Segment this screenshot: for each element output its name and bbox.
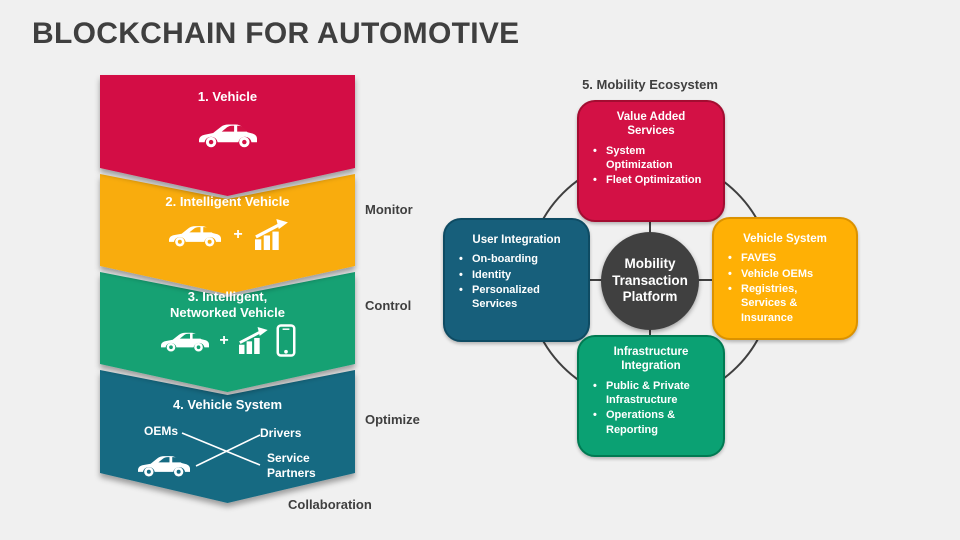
growth-chart-icon [253,219,288,250]
vehicle-maturity-stack: 1. Vehicle 2. Intelligent Vehicle + 3. I… [100,75,355,510]
bullet-item: Public & Private Infrastructure [591,379,709,408]
car-icon [197,120,259,149]
chevron-band-intelligent-vehicle [100,174,355,294]
bullet-list: On-boarding Identity Personalized Servic… [445,252,588,311]
optimize-label: Optimize [365,412,420,427]
bullet-list: FAVES Vehicle OEMs Registries, Services … [714,251,856,324]
car-icon [167,222,223,248]
band-3-icons: + [100,324,355,357]
chevron-band-intelligent-networked-vehicle [100,272,355,392]
band-4-title: 4. Vehicle System [172,397,283,412]
band-3-title: 3. Intelligent, Networked Vehicle [170,289,285,320]
bullet-item: On-boarding [457,252,574,267]
bullet-item: FAVES [726,251,842,266]
control-label: Control [365,298,412,313]
box-title: Infrastructure Integration [613,346,689,373]
hub-label: Mobility Transaction Platform [612,256,688,305]
band-2-icons: + [100,219,355,250]
smartphone-icon [276,324,296,357]
vehicle-system-box: Vehicle System FAVES Vehicle OEMs Regist… [712,217,858,340]
user-integration-box: User Integration On-boarding Identity Pe… [443,218,590,342]
service-partners-label: Service Partners [267,451,316,480]
monitor-label: Monitor [365,202,413,217]
plus-sign: + [233,225,243,243]
infrastructure-integration-box: Infrastructure Integration Public & Priv… [577,335,725,457]
bullet-item: Personalized Services [457,283,574,312]
bullet-item: Fleet Optimization [591,173,709,188]
bullet-item: System Optimization [591,144,709,173]
box-title: Vehicle System [743,233,827,245]
ecosystem-title: 5. Mobility Ecosystem [582,77,718,92]
band-1-title: 1. Vehicle [197,89,258,104]
plus-sign: + [219,331,229,349]
bullet-item: Vehicle OEMs [726,267,842,282]
box-title: User Integration [472,234,561,246]
drivers-label: Drivers [260,426,302,440]
bullet-item: Registries, Services & Insurance [726,282,842,325]
band-2-title: 2. Intelligent Vehicle [165,194,290,209]
bullet-item: Operations & Reporting [591,408,709,437]
band-1-icons [100,120,355,149]
oems-label: OEMs [143,424,178,438]
bullet-item: Identity [457,268,574,283]
bullet-list: System Optimization Fleet Optimization [579,144,723,188]
bullet-list: Public & Private Infrastructure Operatio… [579,379,723,437]
box-title: Value Added Services [616,111,686,138]
page-title: BLOCKCHAIN FOR AUTOMOTIVE [32,17,520,50]
growth-chart-icon [237,327,268,354]
collaboration-label: Collaboration [288,497,372,512]
car-icon [136,452,192,478]
value-added-services-box: Value Added Services System Optimization… [577,100,725,222]
car-icon [159,329,211,353]
mobility-transaction-platform-hub: Mobility Transaction Platform [601,232,699,330]
collaboration-cross-lines [181,432,261,467]
